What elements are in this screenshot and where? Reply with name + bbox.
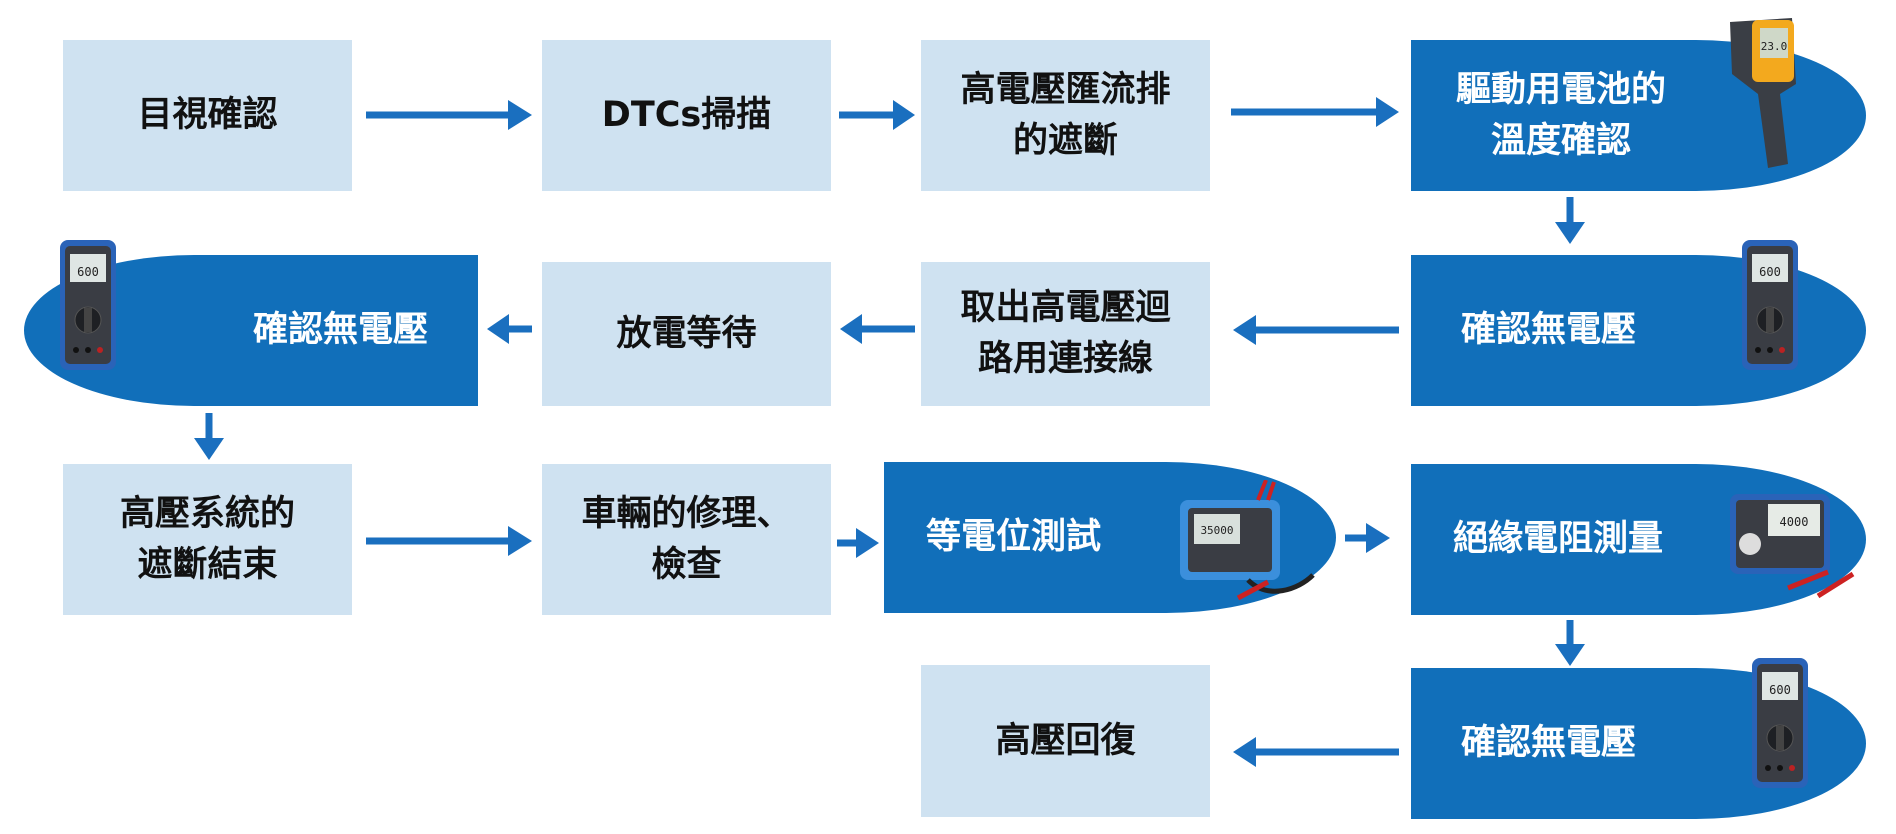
svg-text:35000: 35000 (1200, 524, 1233, 537)
step-hv-cutoff-complete: 高壓系統的 遮斷結束 (63, 464, 352, 615)
insulation-tester-icon: 4000 (1730, 494, 1855, 599)
step-label: 放電等待 (616, 313, 757, 354)
step-visual-inspection: 目視確認 (63, 40, 352, 191)
step-vehicle-repair-inspection: 車輛的修理、 檢查 (542, 464, 831, 615)
infrared-thermometer-icon: 23.0 (1730, 18, 1796, 168)
step-label: 高壓系統的 遮斷結束 (119, 493, 295, 585)
step-label: 目視確認 (137, 95, 278, 136)
milliohm-meter-icon: 35000 (1180, 480, 1315, 601)
arrow-down-icon (194, 413, 224, 460)
step-label: 車輛的修理、 檢查 (581, 493, 792, 585)
step-remove-hv-connector: 取出高電壓迴 路用連接線 (921, 262, 1210, 406)
arrow-left-icon (487, 314, 532, 344)
arrow-right-icon (1345, 523, 1390, 553)
arrow-right-icon (1231, 97, 1399, 127)
arrow-right-icon (839, 100, 915, 130)
step-label: 絕緣電阻測量 (1453, 519, 1664, 560)
step-label: 高壓回復 (995, 720, 1136, 761)
arrow-left-icon (1233, 737, 1399, 767)
step-label: 等電位測試 (926, 517, 1102, 558)
arrow-down-icon (1555, 620, 1585, 666)
arrow-right-icon (366, 526, 532, 556)
step-hv-busbar-cutoff: 高電壓匯流排 的遮斷 (921, 40, 1210, 191)
step-label: DTCs掃描 (601, 95, 772, 136)
svg-text:4000: 4000 (1780, 515, 1809, 529)
step-label: 高電壓匯流排 的遮斷 (960, 69, 1171, 161)
step-dtc-scan: DTCs掃描 (542, 40, 831, 191)
step-label: 確認無電壓 (252, 310, 428, 351)
step-discharge-wait: 放電等待 (542, 262, 831, 406)
arrow-left-icon (840, 314, 915, 344)
arrow-right-icon (837, 528, 879, 558)
svg-text:23.0: 23.0 (1761, 40, 1788, 53)
arrow-down-icon (1555, 197, 1585, 244)
step-label: 取出高電壓迴 路用連接線 (960, 288, 1171, 379)
step-label: 驅動用電池的 溫度確認 (1456, 69, 1667, 161)
step-label: 確認無電壓 (1461, 310, 1637, 351)
arrow-right-icon (366, 100, 532, 130)
step-label: 確認無電壓 (1461, 723, 1637, 764)
arrow-left-icon (1233, 315, 1399, 345)
step-hv-restore: 高壓回復 (921, 665, 1210, 817)
